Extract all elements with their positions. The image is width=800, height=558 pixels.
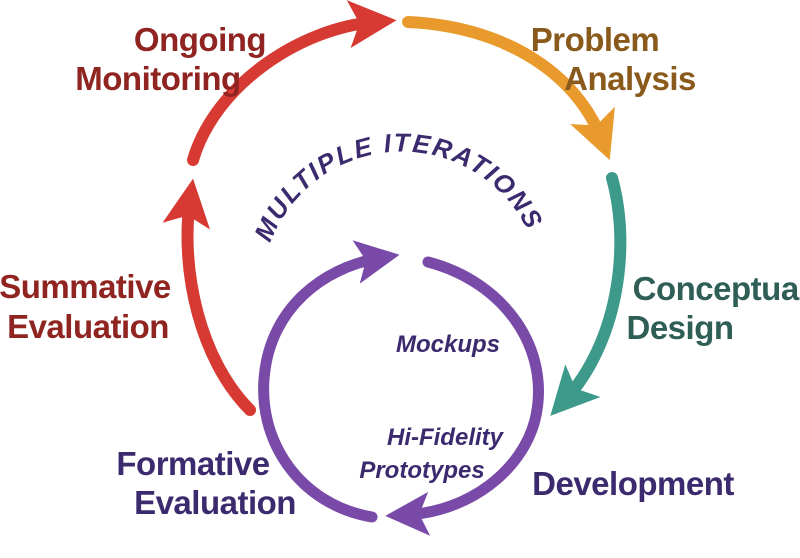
stage-summative-label-line1: Summative — [0, 268, 171, 305]
inner-arrow-evaluation — [258, 240, 400, 523]
prototypes-label-line2: Prototypes — [359, 457, 484, 484]
arrow-problem-analysis — [402, 16, 615, 161]
stage-summative-evaluation-label-line2: Evaluation — [7, 308, 169, 345]
arrow-summative-evaluation — [162, 178, 256, 416]
arrow-ongoing-monitoring — [187, 0, 397, 166]
stage-development-label: Development — [532, 465, 734, 502]
stage-problem-label-line1: Problem — [531, 21, 660, 58]
inner-arrow-development — [385, 256, 544, 536]
multiple-iterations-title: MULTIPLE ITERATIONS — [248, 128, 550, 246]
stage-monitoring-label-line2: Monitoring — [75, 60, 240, 97]
mockups-label: Mockups — [396, 331, 500, 358]
hi-fidelity-label-line1: Hi-Fidelity — [387, 424, 505, 451]
stage-formative-label-line1: Formative — [116, 445, 269, 482]
stage-ongoing-label-line1: Ongoing — [134, 21, 266, 58]
stage-formative-evaluation-label-line2: Evaluation — [134, 484, 296, 521]
stage-design-label-line2: Design — [626, 309, 733, 346]
stage-analysis-label-line2: Analysis — [564, 60, 696, 97]
stage-conceptual-label-line1: Conceptual — [633, 270, 800, 307]
arrow-conceptual-design — [550, 172, 627, 416]
